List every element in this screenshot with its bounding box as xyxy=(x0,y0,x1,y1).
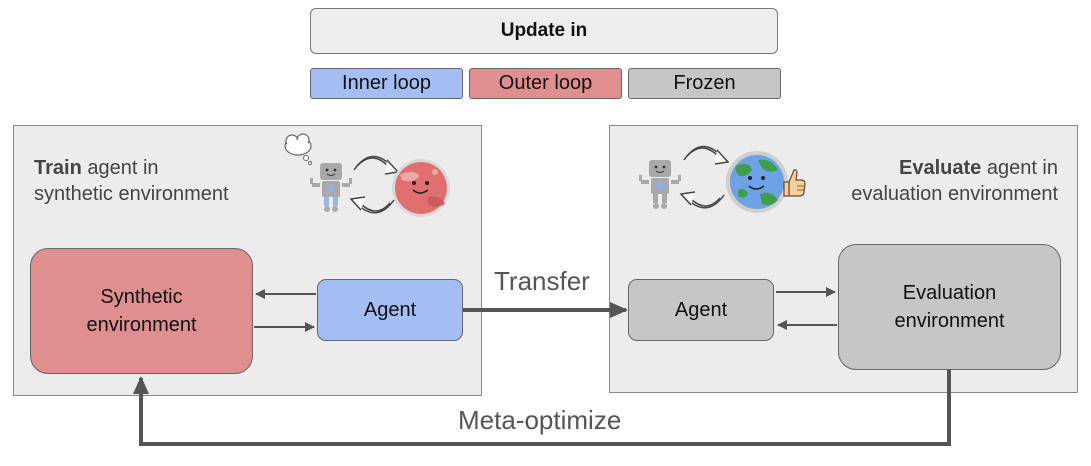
train-panel-title: Train agent in xyxy=(34,155,159,181)
earth-icon xyxy=(726,151,788,213)
eval-panel-title-bold: Evaluate xyxy=(899,157,982,179)
synthetic-env-line1: Synthetic xyxy=(100,286,183,308)
eval-panel-subtitle: evaluation environment xyxy=(851,183,1058,205)
cycle-arrows-icon-train xyxy=(349,155,400,214)
thumbs-up-icon xyxy=(783,169,806,197)
meta-optimize-label: Meta-optimize xyxy=(458,405,622,435)
legend-inner-loop: Inner loop xyxy=(310,68,463,99)
train-panel-subtitle: synthetic environment xyxy=(34,183,229,205)
train-panel-title-rest: agent in xyxy=(81,157,159,179)
evaluation-environment-node: Evaluation environment xyxy=(838,244,1061,370)
legend-frozen: Frozen xyxy=(628,68,781,99)
eval-agent-node: Agent xyxy=(628,279,774,341)
eval-panel-title-rest: agent in xyxy=(981,157,1058,179)
synthetic-environment-node: Synthetic environment xyxy=(30,248,253,374)
evaluation-env-line2: environment xyxy=(894,310,1005,332)
meta-optimize-arrow xyxy=(133,370,951,446)
legend-title: Update in xyxy=(310,8,778,54)
train-agent-node: Agent xyxy=(317,279,463,341)
red-planet-icon xyxy=(392,159,450,217)
thought-cloud-icon xyxy=(284,133,313,166)
cycle-arrows-icon-eval xyxy=(679,145,730,209)
robot-icon-eval xyxy=(639,160,681,209)
train-panel-title-bold: Train xyxy=(34,157,82,179)
robot-icon-train xyxy=(310,163,352,212)
synthetic-env-line2: environment xyxy=(86,314,197,336)
transfer-label: Transfer xyxy=(494,266,590,296)
legend-outer-loop: Outer loop xyxy=(469,68,622,99)
evaluation-env-line1: Evaluation xyxy=(902,282,997,304)
eval-panel-title: Evaluate agent in xyxy=(899,155,1058,181)
